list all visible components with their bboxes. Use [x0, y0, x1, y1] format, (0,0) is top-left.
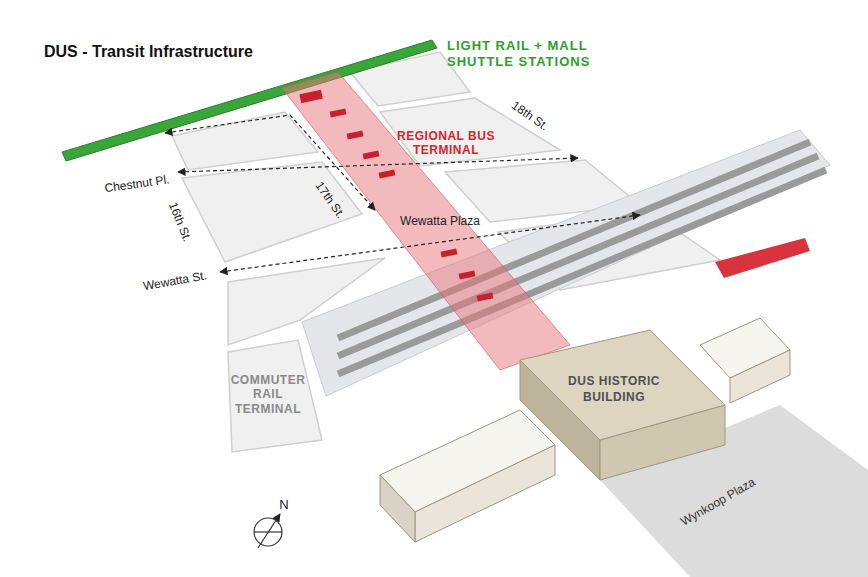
- bus-bay: [379, 169, 396, 178]
- legend-note: LIGHT RAIL + MALL SHUTTLE STATIONS: [447, 38, 617, 69]
- bus-bay: [363, 150, 380, 159]
- bus-terminal-band: [282, 72, 570, 370]
- bus-bay: [441, 248, 458, 257]
- bus-bay: [347, 130, 364, 139]
- compass-letter: N: [279, 497, 288, 513]
- area-name: REGIONAL BUS TERMINAL: [386, 129, 506, 158]
- plaza-name: Wynkoop Plaza: [678, 475, 757, 529]
- building-wing-face: [415, 445, 555, 542]
- wynkoop-plaza-ground: [600, 405, 868, 577]
- street-arrow: [165, 115, 375, 210]
- city-block: [182, 162, 362, 262]
- building-name: DUS HISTORIC BUILDING: [558, 373, 670, 405]
- compass-needle: [258, 514, 280, 548]
- building-wing-face: [380, 475, 415, 542]
- plaza-name: Wewatta Plaza: [400, 214, 480, 228]
- street-name: Chestnut Pl.: [104, 172, 171, 195]
- bus-bay: [299, 90, 322, 103]
- street-arrow: [178, 158, 578, 172]
- bus-bay: [477, 292, 494, 301]
- street-name: 16th St.: [166, 200, 195, 244]
- street-name: 17th St.: [312, 179, 348, 221]
- diagram-title: DUS - Transit Infrastructure: [44, 43, 253, 61]
- bus-bay: [459, 270, 476, 279]
- building-label-box: DUS HISTORIC BUILDING: [556, 370, 672, 408]
- street-name: 18th St.: [509, 98, 551, 134]
- street-name: Wewatta St.: [142, 268, 208, 293]
- area-name: COMMUTER RAIL TERMINAL: [220, 373, 316, 416]
- rail-concourse: [715, 238, 810, 278]
- building-roof: [520, 330, 725, 440]
- bus-bay: [330, 108, 347, 117]
- building-wing-face: [730, 350, 790, 403]
